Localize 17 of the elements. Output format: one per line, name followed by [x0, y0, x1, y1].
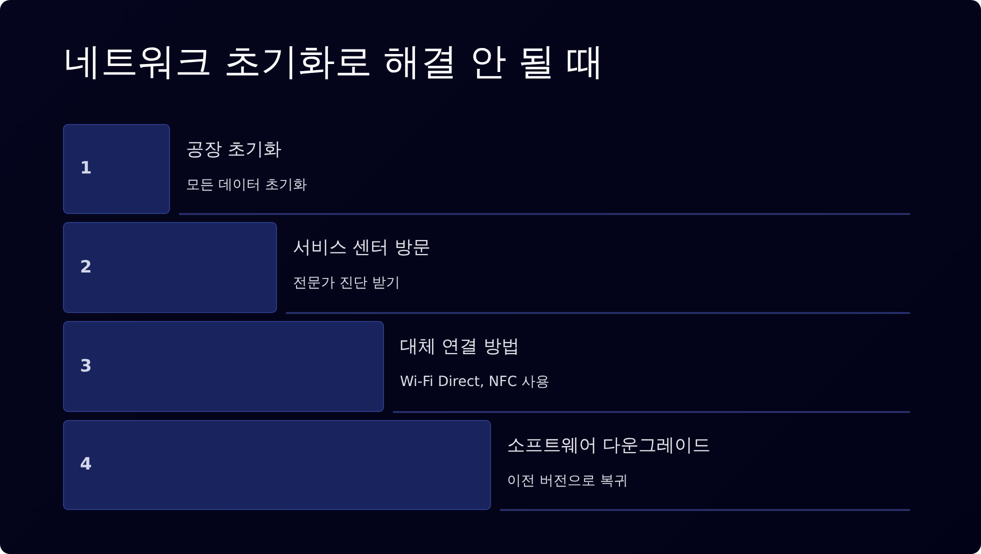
step-box	[63, 222, 277, 313]
step-box	[63, 321, 384, 412]
step-heading: 서비스 센터 방문	[293, 237, 430, 259]
step-number: 3	[80, 358, 92, 375]
step-heading: 대체 연결 방법	[400, 336, 520, 358]
step-description: 전문가 진단 받기	[293, 275, 400, 292]
step-box	[63, 420, 491, 510]
step-description: Wi-Fi Direct, NFC 사용	[400, 374, 550, 391]
step-description: 이전 버전으로 복귀	[507, 473, 628, 490]
step-box	[63, 124, 170, 214]
step-description: 모든 데이터 초기화	[186, 177, 307, 194]
step-number: 4	[80, 456, 92, 474]
step-heading: 소프트웨어 다운그레이드	[507, 435, 711, 457]
step-number: 1	[80, 160, 92, 178]
title: 네트워크 초기화로 해결 안 될 때	[64, 40, 604, 84]
step-number: 2	[80, 259, 92, 276]
step-heading: 공장 초기화	[186, 139, 282, 161]
